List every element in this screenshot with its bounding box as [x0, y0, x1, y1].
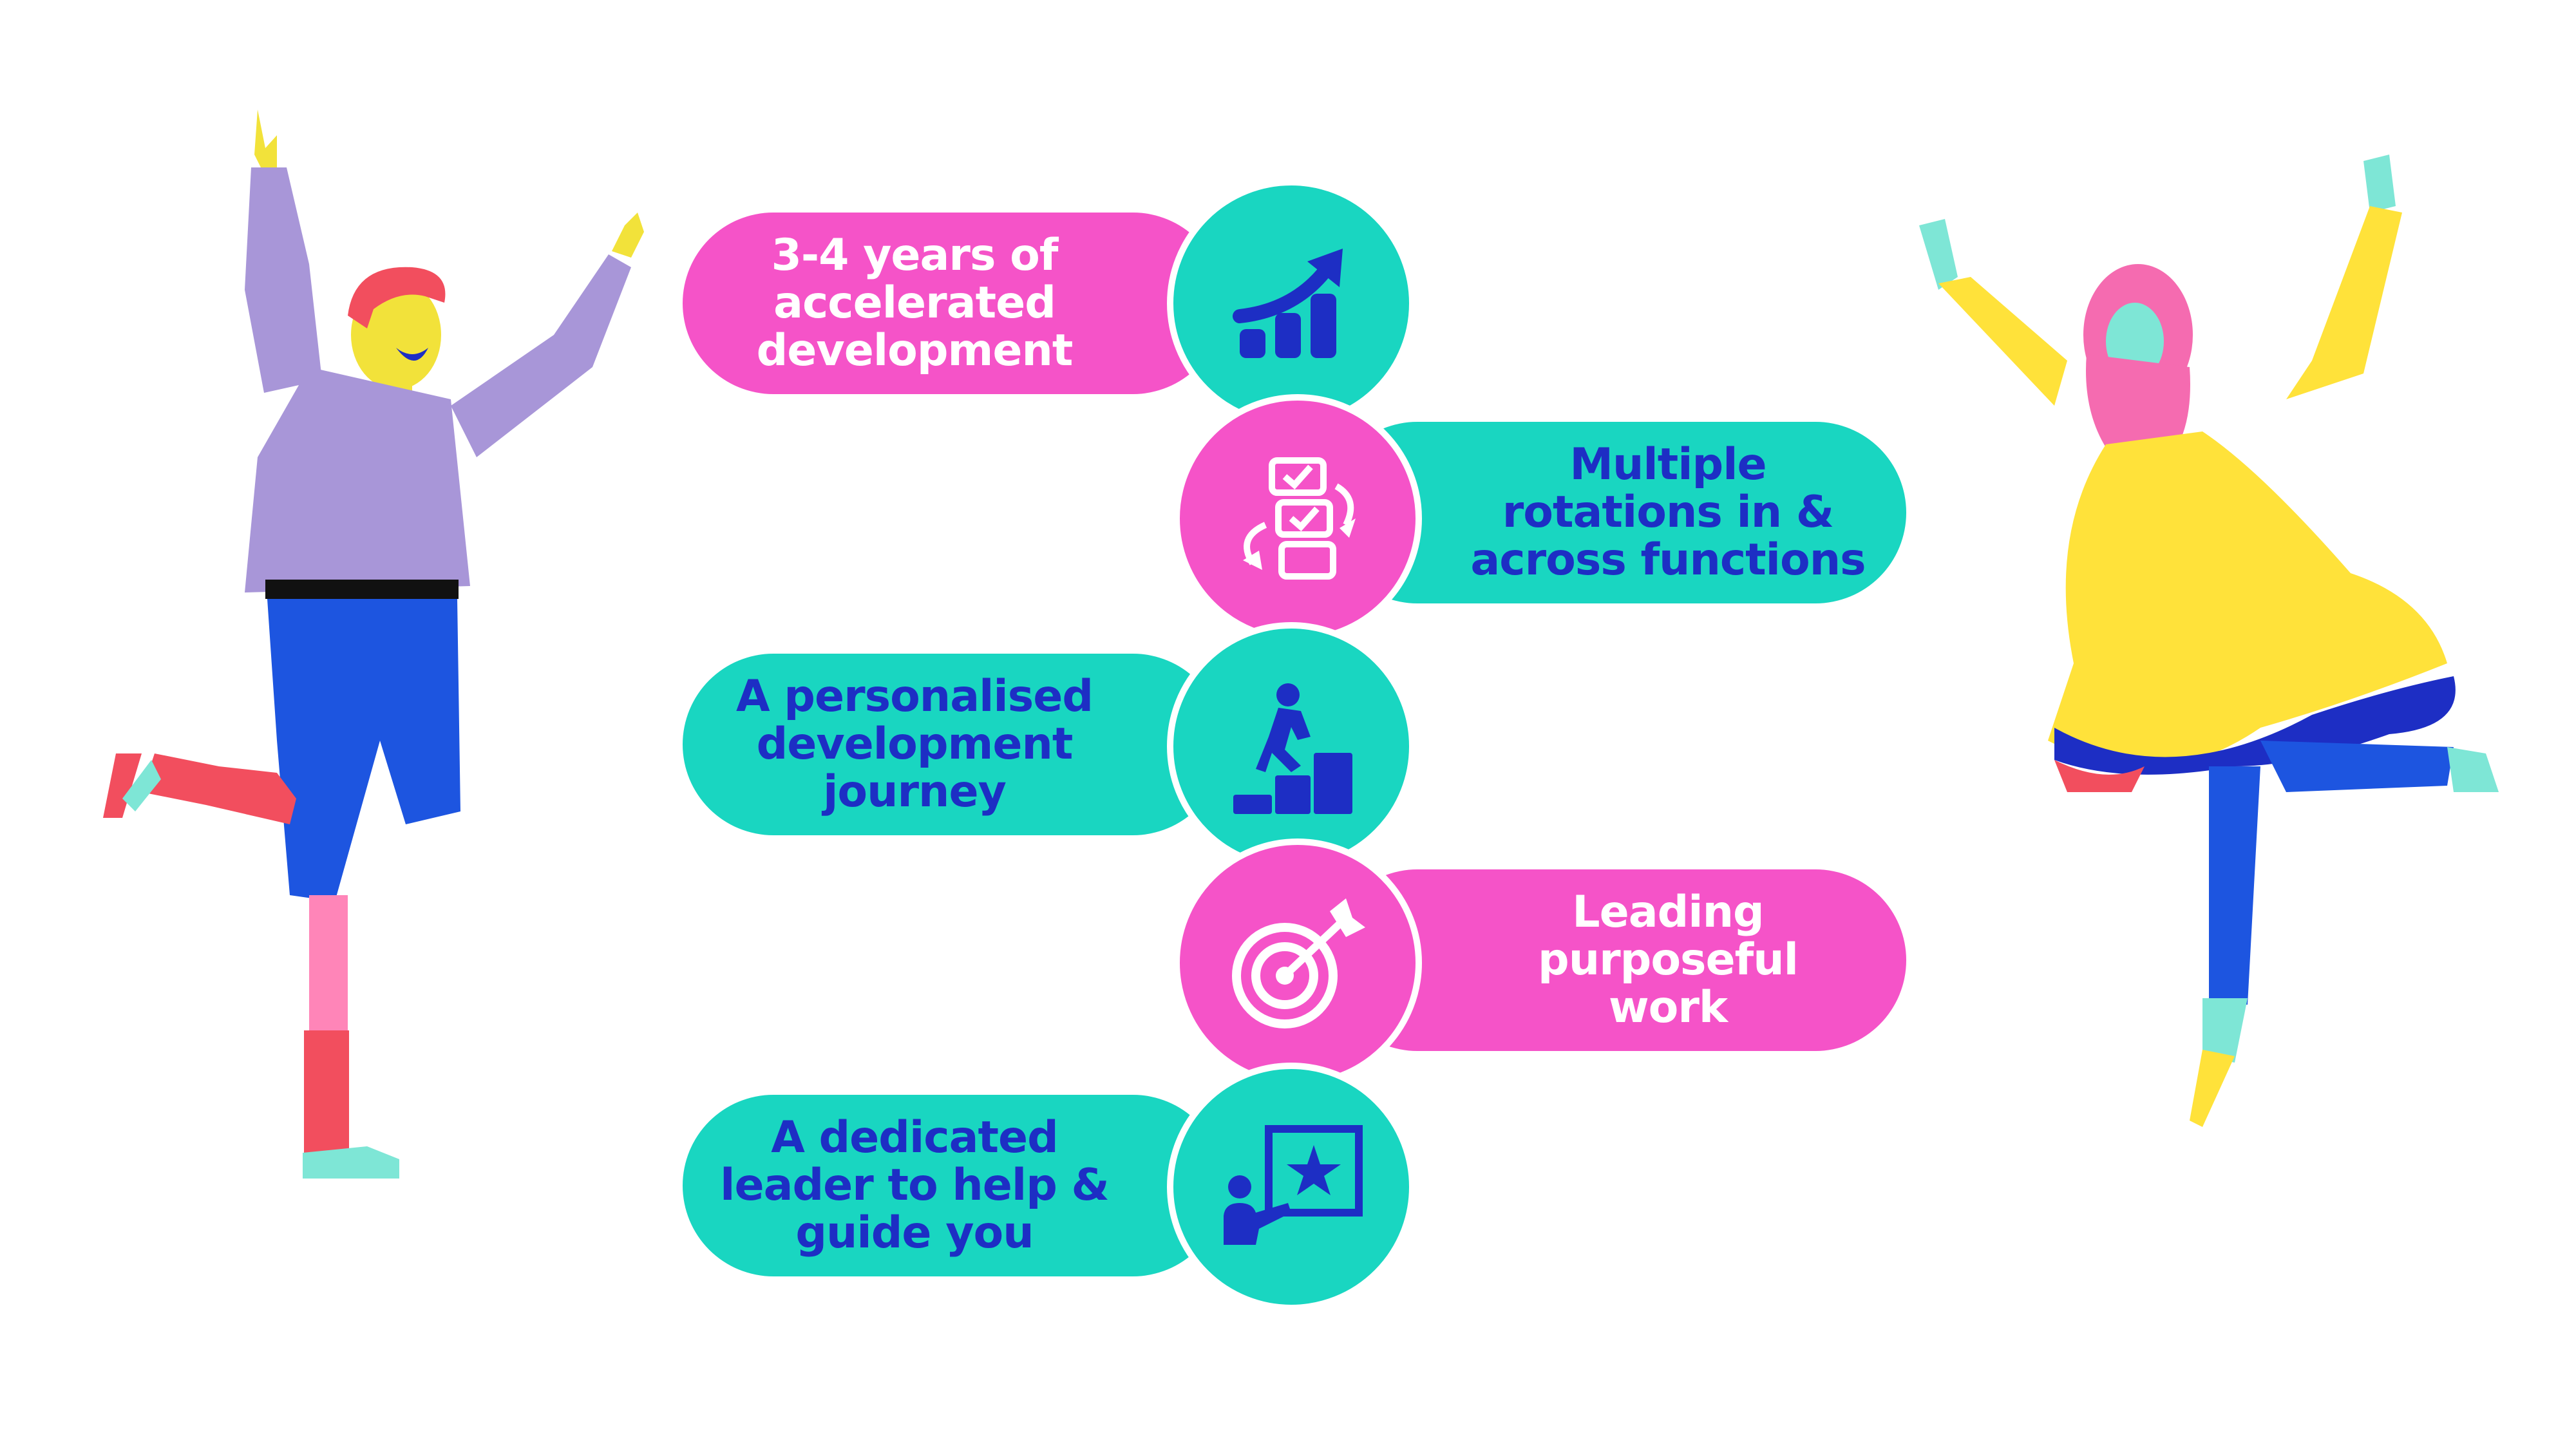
- feature-label-line: A dedicated: [771, 1112, 1059, 1163]
- target-arrow-icon-circle: [1173, 838, 1422, 1087]
- feature-pill-purposeful-work: Leading purposeful work: [1327, 869, 1906, 1051]
- growth-chart-icon: [1233, 249, 1343, 358]
- feature-label-line: leader to help &: [720, 1160, 1110, 1211]
- feature-pill-accelerated-development: 3-4 years of accelerated development: [683, 213, 1224, 394]
- feature-pill-dedicated-leader: A dedicated leader to help & guide you: [683, 1095, 1224, 1276]
- man-celebrating-illustration: [103, 109, 644, 1179]
- feature-label-line: Leading: [1572, 887, 1764, 938]
- feature-label-line: journey: [823, 766, 1007, 817]
- growth-chart-icon-circle: [1167, 179, 1416, 428]
- rotation-checklist-icon: [1243, 457, 1356, 580]
- target-arrow-icon: [1232, 898, 1365, 1028]
- climbing-steps-icon-circle: [1167, 622, 1416, 871]
- feature-label-line: A personalised: [735, 671, 1094, 722]
- feature-label-line: work: [1608, 982, 1728, 1033]
- feature-label-line: development: [756, 719, 1074, 770]
- climbing-steps-icon: [1233, 683, 1352, 814]
- feature-label-line: across functions: [1470, 535, 1866, 585]
- feature-pill-personalised-journey: A personalised development journey: [683, 654, 1224, 835]
- presenter-board-icon-circle: [1167, 1063, 1416, 1311]
- rotation-checklist-icon-circle: [1173, 394, 1422, 643]
- feature-label-line: guide you: [795, 1208, 1034, 1258]
- feature-label-line: development: [756, 325, 1074, 376]
- feature-label-line: purposeful: [1538, 934, 1799, 985]
- feature-pill-multiple-rotations: Multiple rotations in & across functions: [1327, 422, 1906, 603]
- feature-label-line: 3-4 years of: [771, 230, 1059, 281]
- feature-label-line: rotations in &: [1502, 487, 1834, 538]
- feature-label-line: accelerated: [773, 278, 1056, 328]
- feature-label-line: Multiple: [1569, 439, 1766, 490]
- woman-hijab-celebrating-illustration: [1919, 155, 2499, 1127]
- presenter-board-icon: [1224, 1125, 1363, 1245]
